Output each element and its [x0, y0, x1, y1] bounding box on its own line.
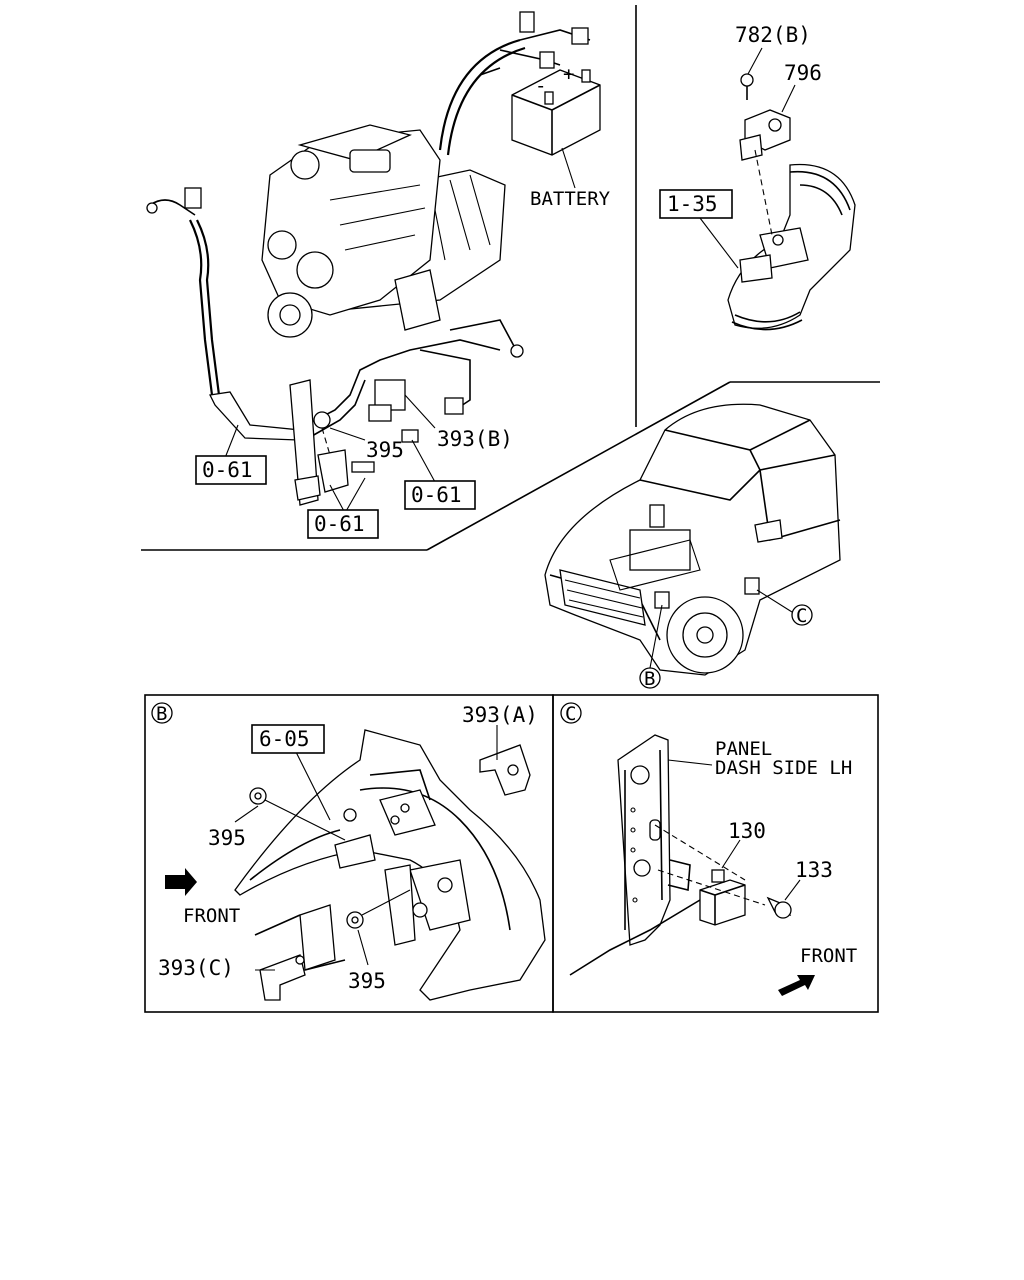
svg-text:C: C — [796, 605, 807, 627]
svg-text:C: C — [565, 703, 576, 725]
part-393b: 393(B) — [437, 427, 513, 451]
battery-label: BATTERY — [530, 188, 611, 210]
leader-lines-top-left — [224, 147, 576, 514]
part-395-b2: 395 — [348, 969, 386, 993]
ref-0-61-left: 0-61 — [202, 458, 253, 482]
ref-box-1-35 — [659, 189, 733, 219]
part-393c: 393(C) — [158, 956, 234, 980]
sensor-796-illustration — [699, 47, 796, 269]
nut-395-b2 — [346, 911, 364, 929]
engine-assembly-illustration — [146, 11, 591, 506]
leader-lines-panel-b — [234, 751, 411, 971]
part-130: 130 — [728, 819, 766, 843]
wheel-house-illustration — [234, 729, 546, 1001]
ref-box-0-61-bottom — [307, 509, 379, 539]
callout-b-car: B — [639, 667, 661, 690]
svg-text:B: B — [156, 703, 167, 725]
panel-dash-side-line1: PANEL — [715, 738, 772, 760]
bolt-133-illustration — [654, 824, 801, 919]
front-arrow-c-icon — [778, 975, 815, 996]
svg-text:+: + — [563, 63, 574, 85]
ref-box-0-61-right — [404, 480, 476, 510]
module-130-illustration — [699, 839, 746, 926]
main-dividers — [141, 5, 880, 551]
callout-c-car: C — [791, 604, 813, 627]
svg-text:B: B — [644, 668, 655, 690]
truck-illustration — [544, 403, 841, 676]
part-395-top: 395 — [366, 438, 404, 462]
part-393a: 393(A) — [462, 703, 538, 727]
front-arrow-b-icon — [165, 868, 197, 896]
bracket-393c-illustration — [254, 904, 346, 1001]
battery-icon: + - — [511, 63, 601, 156]
panel-c-letter: C — [560, 702, 582, 725]
panel-dash-side-line2: DASH SIDE LH — [715, 757, 852, 779]
detail-panel-c — [552, 694, 879, 1013]
ref-box-0-61-left — [195, 455, 267, 485]
ref-1-35: 1-35 — [667, 192, 718, 216]
nut-395-b1 — [249, 787, 267, 805]
panel-b-letter: B — [151, 702, 173, 725]
ref-0-61-right: 0-61 — [411, 483, 462, 507]
svg-text:-: - — [535, 75, 546, 97]
intake-duct-illustration — [727, 163, 856, 331]
part-133: 133 — [795, 858, 833, 882]
part-782b: 782(B) — [735, 23, 811, 47]
front-label-c: FRONT — [800, 945, 857, 967]
part-395-b1: 395 — [208, 826, 246, 850]
bracket-393a-illustration — [479, 725, 531, 796]
panel-leader-line — [667, 759, 713, 766]
front-label-b: FRONT — [183, 905, 240, 927]
dash-panel-illustration — [569, 734, 701, 976]
ref-6-05: 6-05 — [259, 727, 310, 751]
ref-0-61-bottom: 0-61 — [314, 512, 365, 536]
ref-box-6-05 — [251, 724, 325, 754]
part-796: 796 — [784, 61, 822, 85]
